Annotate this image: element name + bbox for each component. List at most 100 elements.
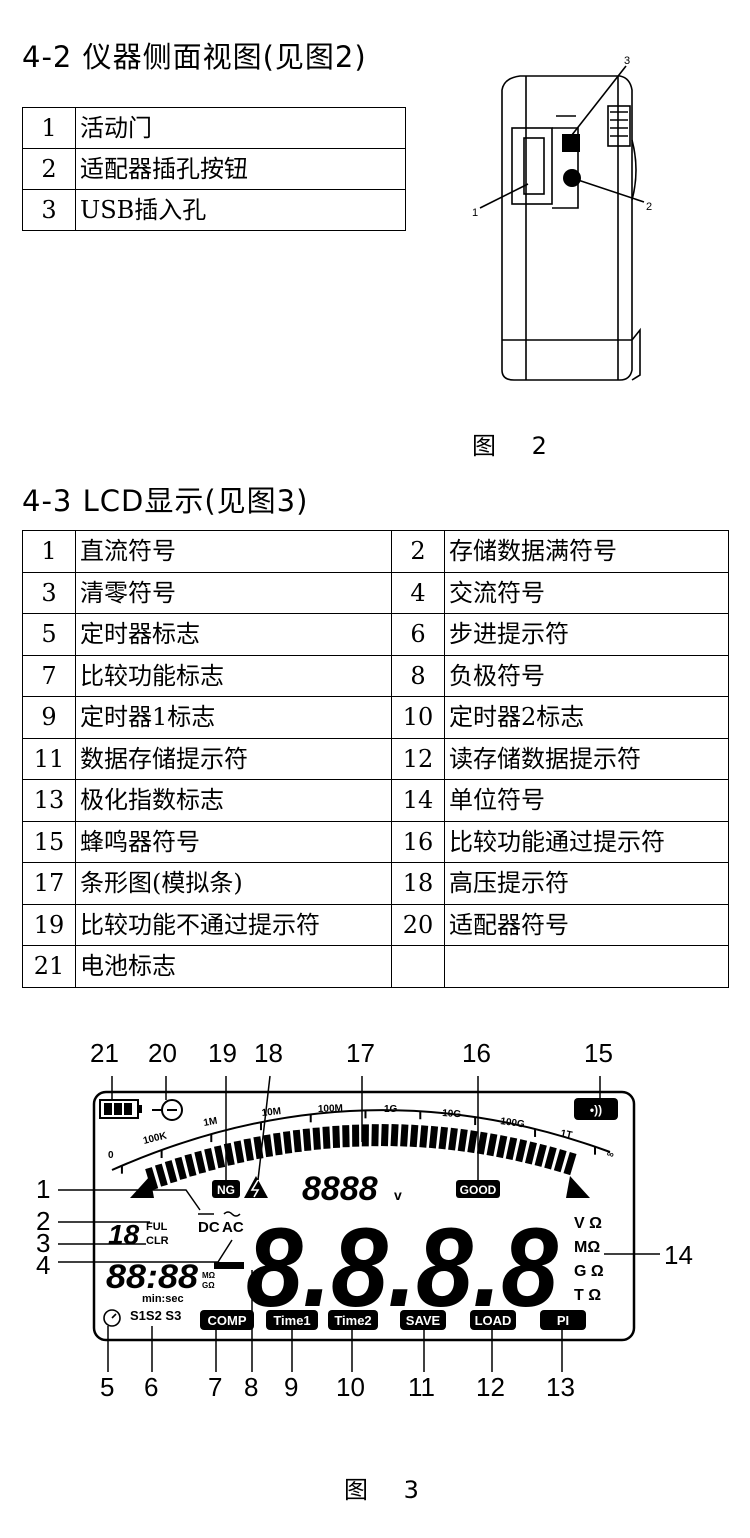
good-tag	[456, 1180, 500, 1198]
bargraph-segment	[400, 1124, 409, 1147]
bargraph-segment	[534, 1143, 547, 1167]
bargraph-segment	[243, 1138, 254, 1162]
adapter-jack	[563, 169, 581, 187]
lcd-tag-label: PI	[557, 1313, 569, 1328]
symbol-name: 交流符号	[444, 571, 729, 614]
side-view-drawing: 1 2 3	[472, 55, 652, 381]
bargraph-segment	[273, 1132, 283, 1156]
lcd-tag-label: LOAD	[475, 1313, 512, 1328]
clr-symbol: CLR	[146, 1235, 169, 1247]
bargraph-segment	[428, 1125, 439, 1149]
scale-arc	[111, 1109, 611, 1171]
bargraph-segment	[390, 1124, 399, 1147]
symbol-name: 适配器符号	[444, 903, 729, 946]
callout-number: 16	[462, 1038, 491, 1068]
symbol-number: 21	[22, 945, 76, 988]
symbol-number: 19	[22, 903, 76, 946]
callout-label: 2	[646, 201, 652, 213]
symbol-number: 16	[391, 820, 445, 863]
lcd-tag-save: SAVE	[400, 1310, 446, 1330]
symbol-number: 11	[22, 737, 76, 780]
bargraph-segment	[438, 1126, 448, 1150]
bargraph-segment	[544, 1146, 557, 1170]
callout-number: 20	[148, 1038, 177, 1068]
symbol-number: 15	[22, 820, 76, 863]
timer-unit-mohm: MΩ	[202, 1271, 216, 1280]
battery-icon	[99, 1099, 142, 1119]
symbol-number: 10	[391, 696, 445, 739]
ful-symbol: FUL	[146, 1221, 168, 1233]
bargraph-segment	[496, 1135, 508, 1159]
symbol-number: 2	[391, 530, 445, 573]
symbol-name: 存储数据满符号	[444, 530, 729, 573]
step-indicators: S1S2 S3	[130, 1308, 181, 1323]
ng-label: NG	[217, 1183, 235, 1197]
callout-number: 21	[90, 1038, 119, 1068]
lcd-tag-label: Time1	[273, 1313, 310, 1328]
dc-symbol: DC	[198, 1219, 220, 1236]
bargraph-segment	[174, 1156, 187, 1180]
symbol-name: 直流符号	[75, 530, 392, 573]
bargraph-segment	[164, 1160, 178, 1184]
callout-number: 13	[546, 1372, 575, 1402]
bargraph-segment	[214, 1145, 226, 1169]
movable-door	[511, 127, 553, 205]
min-sec-label: min:sec	[142, 1293, 184, 1305]
usb-port	[562, 134, 580, 152]
table-row: 3 USB插入孔	[22, 189, 406, 231]
callout-number: 18	[254, 1038, 283, 1068]
lcd-tag-time2: Time2	[328, 1310, 378, 1330]
scale-label: 100G	[500, 1116, 526, 1130]
unit-gohm: G Ω	[574, 1263, 604, 1280]
section-title-side-view: 4-2 仪器侧面视图(见图2)	[22, 40, 367, 74]
symbol-name: 蜂鸣器符号	[75, 820, 392, 863]
bargraph-segment	[302, 1128, 312, 1151]
symbol-number: 7	[22, 654, 76, 697]
device-body-outline	[501, 75, 633, 381]
symbol-name: 定时器2标志	[444, 696, 729, 739]
bargraph-segment	[371, 1124, 379, 1147]
scale-label: 1T	[559, 1128, 573, 1141]
bargraph-segment	[380, 1123, 389, 1147]
callout-number: 9	[284, 1372, 298, 1402]
bargraph-segment	[553, 1149, 567, 1173]
bargraph-segment	[467, 1130, 478, 1154]
bargraph-segment	[486, 1133, 498, 1157]
buzzer-icon: •))	[574, 1098, 618, 1120]
figure-caption: 图 2	[472, 432, 561, 460]
callout-number: 14	[664, 1240, 693, 1270]
bargraph-segment	[476, 1131, 488, 1155]
symbol-name: 比较功能标志	[75, 654, 392, 697]
bargraph-segment	[457, 1128, 468, 1152]
symbol-number: 1	[22, 530, 76, 573]
symbol-number: 3	[22, 571, 76, 614]
bargraph-segment	[282, 1131, 293, 1154]
side-view-parts-table: 1 活动门 2 适配器插孔按钮 3 USB插入孔	[22, 107, 406, 231]
timer-unit-gohm: GΩ	[202, 1281, 215, 1290]
bargraph-segment	[204, 1147, 216, 1171]
negative-sign	[214, 1262, 244, 1269]
callout-number: 15	[584, 1038, 613, 1068]
symbol-name: 高压提示符	[444, 862, 729, 905]
symbol-number: 18	[391, 862, 445, 905]
symbol-number: 8	[391, 654, 445, 697]
symbol-name: 单位符号	[444, 779, 729, 822]
symbol-name: 负极符号	[444, 654, 729, 697]
symbol-name: 清零符号	[75, 571, 392, 614]
scale-label: ∞	[605, 1148, 615, 1161]
high-voltage-icon	[244, 1176, 268, 1198]
timer-digits: 88:88	[106, 1258, 198, 1296]
lcd-tag-pi: PI	[540, 1310, 586, 1330]
lcd-tag-label: SAVE	[406, 1313, 441, 1328]
store-count-digits: 18	[108, 1219, 140, 1250]
symbol-number: 9	[22, 696, 76, 739]
callout-number: 3	[36, 1228, 50, 1258]
symbol-number: 12	[391, 737, 445, 780]
figure-caption: 图 3	[344, 1476, 433, 1504]
symbol-name: 定时器标志	[75, 613, 392, 656]
part-name: 适配器插孔按钮	[75, 148, 406, 190]
